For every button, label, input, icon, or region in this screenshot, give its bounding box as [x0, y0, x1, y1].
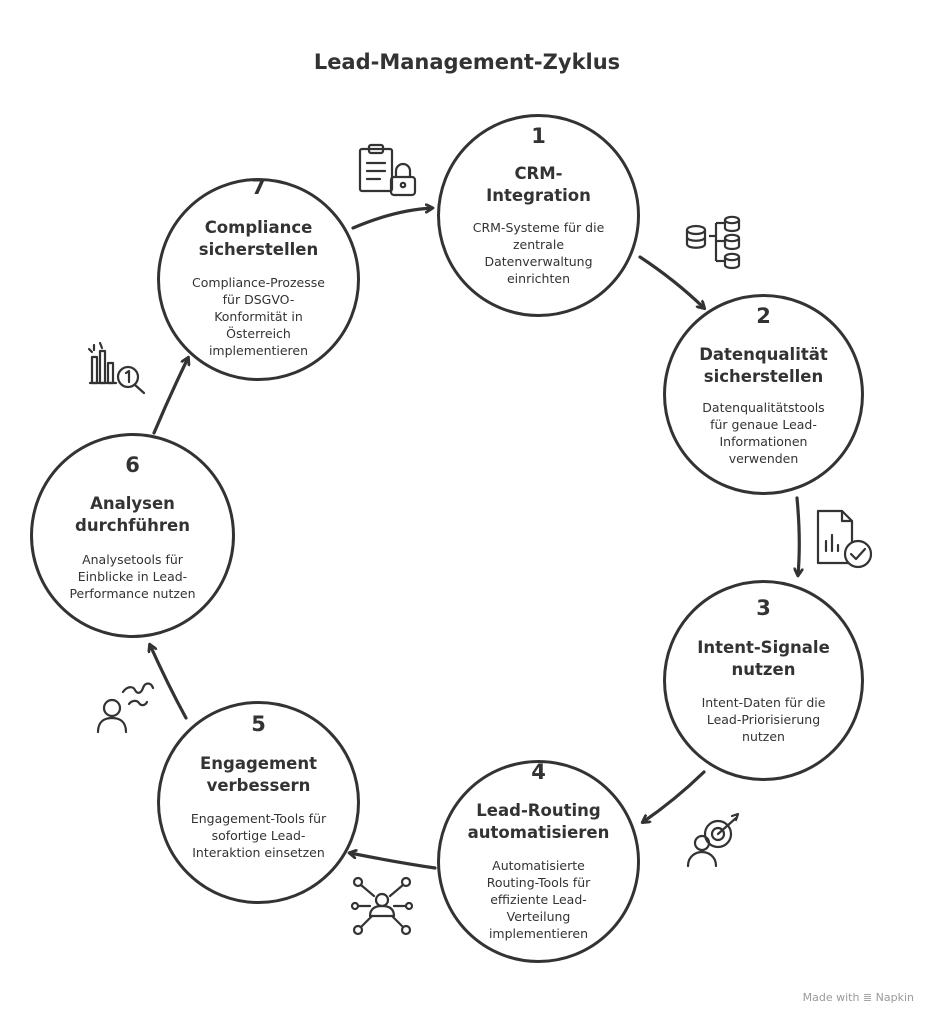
step-5-circle — [157, 701, 360, 904]
step-2-title: Datenqualität sicherstellen — [699, 345, 828, 386]
step-5-description: Engagement-Tools für sofortige Lead- Int… — [190, 811, 327, 860]
step-3-title: Intent-Signale nutzen — [697, 638, 830, 679]
report-check-icon — [816, 509, 873, 569]
step-5-title: Engagement verbessern — [200, 754, 317, 795]
step-4-circle — [437, 760, 640, 963]
arrow-2-to-3 — [797, 496, 799, 575]
step-6-title: Analysen durchführen — [75, 494, 190, 535]
step-2-description: Datenqualitätstools für genaue Lead- Inf… — [702, 400, 825, 466]
network-person-icon — [350, 876, 414, 936]
step-3-number: 3 — [756, 596, 771, 620]
step-1-description: CRM-Systeme für die zentrale Datenverwal… — [472, 220, 605, 286]
arrow-6-to-7 — [152, 358, 188, 435]
diagram-title: Lead-Management-Zyklus — [313, 50, 621, 74]
step-5-number: 5 — [251, 712, 266, 736]
step-6-circle — [30, 433, 235, 638]
step-1-number: 1 — [531, 124, 546, 148]
arrow-5-to-6 — [150, 645, 188, 720]
arrow-7-to-1 — [351, 208, 432, 230]
step-6-description: Analysetools für Einblicke in Lead- Perf… — [69, 552, 196, 601]
step-4-title: Lead-Routing automatisieren — [467, 801, 610, 842]
arrow-4-to-5 — [350, 853, 437, 870]
arrow-3-to-4 — [643, 770, 706, 822]
step-7-circle — [157, 178, 360, 381]
step-6-number: 6 — [125, 453, 140, 477]
clipboard-lock-icon — [358, 143, 417, 197]
database-cluster-icon — [685, 215, 741, 270]
napkin-watermark: Made with ≣ Napkin — [802, 991, 914, 1004]
step-3-description: Intent-Daten für die Lead-Priorisierung … — [701, 695, 826, 744]
step-3-circle — [663, 580, 864, 781]
step-1-circle — [437, 114, 640, 317]
step-4-number: 4 — [531, 760, 546, 784]
step-7-description: Compliance-Prozesse für DSGVO- Konformit… — [192, 275, 325, 358]
chart-magnifier-icon — [87, 341, 146, 395]
step-7-number: 7 — [251, 175, 266, 199]
step-2-circle — [663, 294, 864, 495]
step-2-number: 2 — [756, 304, 771, 328]
step-4-description: Automatisierte Routing-Tools für effizie… — [486, 858, 591, 941]
step-7-title: Compliance sicherstellen — [198, 218, 319, 259]
arrow-1-to-2 — [638, 255, 704, 308]
target-person-icon — [686, 812, 740, 868]
person-chat-icon — [96, 682, 155, 734]
step-1-title: CRM- Integration — [486, 164, 591, 205]
